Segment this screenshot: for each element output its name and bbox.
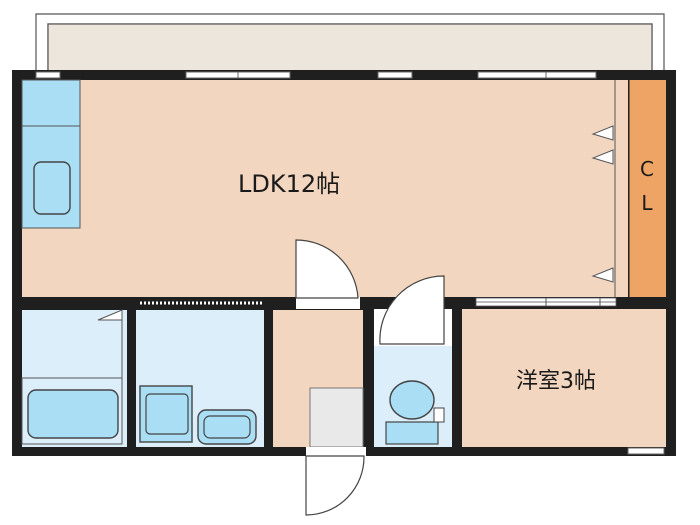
- kitchen-sink: [33, 161, 71, 215]
- label-western-room: 洋室3帖: [516, 369, 596, 394]
- entrance: [309, 387, 364, 448]
- western-room-floor: [462, 306, 666, 447]
- windows-top: [35, 71, 597, 79]
- ldk-door: [295, 239, 360, 309]
- wall-c: [363, 297, 374, 447]
- western-room-door: [475, 297, 617, 307]
- toilet-door: [379, 275, 445, 345]
- balcony: [35, 13, 665, 73]
- window-bottom: [627, 447, 665, 455]
- label-closet-c: C: [640, 157, 654, 181]
- label-closet-l: L: [641, 191, 653, 215]
- toilet: [385, 380, 445, 445]
- label-ldk: LDK12帖: [238, 170, 340, 198]
- entrance-door: [305, 447, 366, 516]
- closet-doors: [591, 125, 614, 283]
- wall-b: [264, 297, 273, 447]
- closet: [628, 80, 666, 297]
- wall-d: [452, 297, 462, 447]
- wall-a: [127, 297, 136, 447]
